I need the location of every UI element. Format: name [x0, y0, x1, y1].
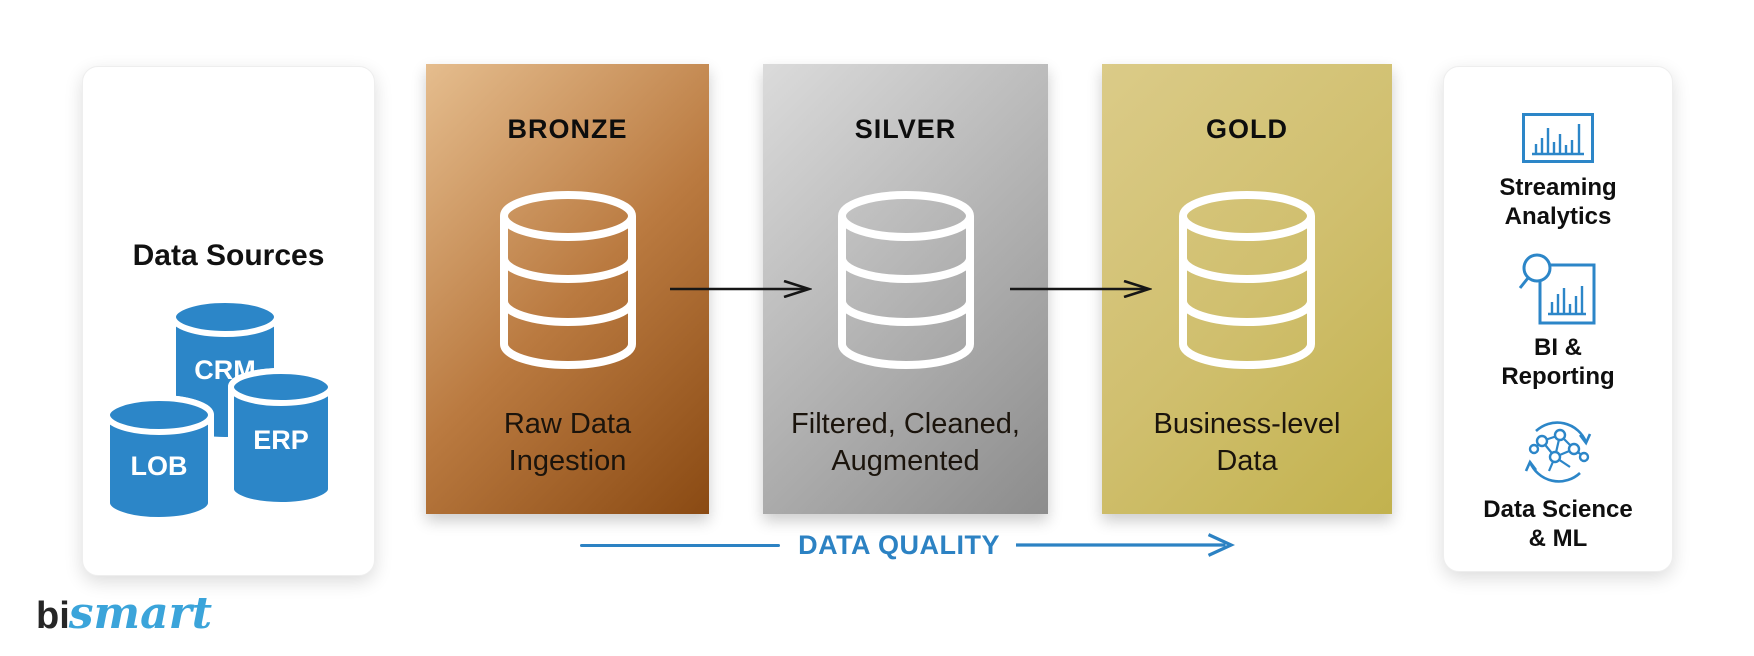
data-sources-title: Data Sources: [132, 239, 325, 272]
data-quality-label: DATA QUALITY: [798, 529, 1001, 560]
bismart-logo-bi: bi: [36, 595, 70, 637]
gold-stage-description: Business-level Data: [1153, 408, 1341, 477]
consumption-card: Streaming Analytics BI & Reporting: [1443, 66, 1673, 572]
silver-to-gold-arrow-icon: [1010, 280, 1152, 298]
data-quality-arrow-icon: [1016, 533, 1235, 557]
bismart-logo: bi smart: [36, 588, 212, 639]
lob-cylinder-label: LOB: [131, 451, 188, 481]
bronze-to-silver-arrow-icon: [670, 280, 812, 298]
silver-stage-description: Filtered, Cleaned, Augmented: [791, 408, 1020, 477]
bi-reporting-icon: [1518, 253, 1596, 325]
bronze-stage-panel: BRONZE Raw Data Ingestion: [426, 64, 709, 514]
streaming-analytics-icon: [1522, 113, 1594, 163]
erp-cylinder-label: ERP: [253, 425, 309, 455]
silver-stage-title: SILVER: [854, 114, 957, 144]
bismart-logo-smart: smart: [68, 588, 213, 639]
data-science-ml-label: Data Science & ML: [1483, 496, 1633, 552]
data-sources-card: Data Sources CRM ERP LOB: [82, 66, 375, 576]
data-quality-axis: DATA QUALITY: [580, 528, 1235, 562]
bronze-stage-title: BRONZE: [507, 114, 628, 144]
gold-stage-title: GOLD: [1206, 114, 1288, 144]
silver-database-icon: [837, 191, 974, 369]
data-science-ml-icon: [1524, 421, 1592, 483]
source-databases-icon: CRM ERP LOB: [104, 297, 334, 523]
gold-database-icon: [1179, 191, 1315, 369]
bronze-stage-description: Raw Data Ingestion: [503, 408, 632, 477]
data-quality-line-left: [580, 543, 781, 547]
streaming-analytics-label: Streaming Analytics: [1499, 174, 1617, 230]
bi-reporting-label: BI & Reporting: [1501, 334, 1615, 390]
bronze-database-icon: [499, 191, 636, 369]
